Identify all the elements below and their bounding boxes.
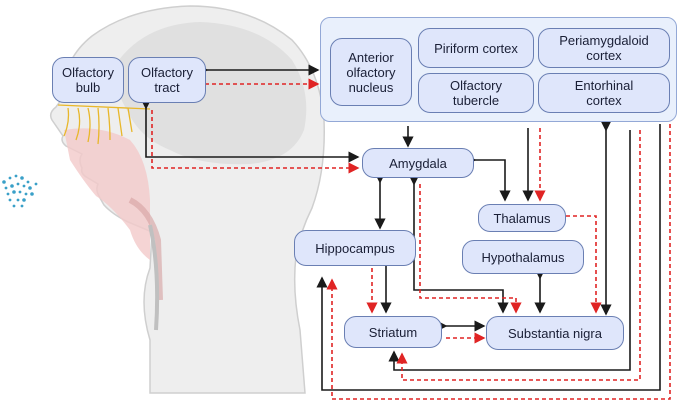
arrow-tract-amygdala [140,98,360,163]
odor-particle [12,204,16,208]
odor-particle [20,204,24,208]
odor-particle [8,176,12,180]
odor-particle [16,182,20,186]
odor-particle [24,192,28,196]
odor-particle [20,176,24,180]
node-substantia-nigra: Substantia nigra [486,316,624,350]
arrow-amygdala-thalamus [465,154,511,202]
odor-particle [34,182,38,186]
arrow-cortex-hippocampus [316,124,661,391]
olfactory-nerves [57,104,151,145]
dashed-arrow-amygdala-nigra [419,184,522,314]
node-thalamus: Thalamus [478,204,566,232]
node-entorhinal-cortex: Entorhinal cortex [538,73,670,113]
odor-particle [30,192,34,196]
odor-particle [2,180,6,184]
dashed-arrow-cortex-striatum [396,130,641,381]
odor-particle [4,186,8,190]
node-hypothalamus: Hypothalamus [462,240,584,274]
arrow-cortex-striatum [388,130,631,371]
odor-particle [22,198,26,202]
dashed-arrow-cortex-hippocampus [326,124,671,400]
odor-particle [26,180,30,184]
node-anterior-olfactory-nucleus: Anterior olfactory nucleus [330,38,412,106]
odor-particle [18,190,22,194]
node-periamygdaloid-cortex: Periamygdaloid cortex [538,28,670,68]
node-olfactory-bulb: Olfactory bulb [52,57,124,103]
odor-particle [12,190,16,194]
odor-particle [14,174,18,178]
airway [128,197,163,301]
node-olfactory-tubercle: Olfactory tubercle [418,73,534,113]
odor-particles [2,174,38,208]
node-striatum: Striatum [344,316,442,348]
node-piriform-cortex: Piriform cortex [418,28,534,68]
odor-particle [6,192,10,196]
odor-particle [16,198,20,202]
odor-particle [22,184,26,188]
odor-particle [8,198,12,202]
node-amygdala: Amygdala [362,148,474,178]
odor-particle [28,186,32,190]
dashed-arrow-tract-amygdala [151,110,360,174]
cervical-spine [148,224,160,331]
node-olfactory-tract: Olfactory tract [128,57,206,103]
dashed-arrow-thalamus-nigra [566,215,602,314]
node-hippocampus: Hippocampus [294,230,416,266]
nasal-cavity [64,128,150,260]
odor-particle [10,184,14,188]
